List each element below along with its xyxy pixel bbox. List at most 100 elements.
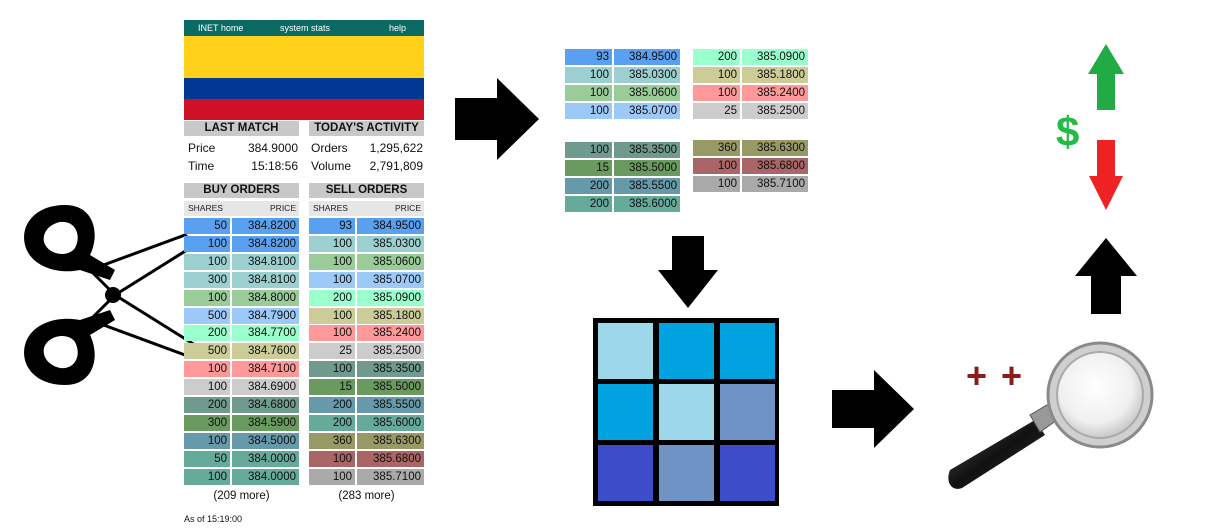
sell-shares-cell: 360: [309, 432, 355, 449]
plus-signs: + +: [966, 355, 1025, 396]
nav-stats-link[interactable]: system stats: [280, 23, 331, 33]
sell-price-cell: 385.0900: [357, 289, 424, 306]
buy-shares-cell: 100: [184, 361, 230, 378]
extract-shares-cell: 25: [693, 103, 740, 119]
as-of-timestamp: As of 15:19:00: [184, 514, 243, 524]
volume-label: Volume: [311, 159, 352, 173]
sell-shares-cell: 93: [309, 218, 355, 234]
sell-shares-col-header: SHARES: [309, 201, 360, 216]
extract-price-cell: 385.0700: [614, 103, 680, 119]
buy-more-link[interactable]: (209 more): [213, 490, 270, 502]
grid-cell: [598, 445, 653, 501]
dollar-sign: $: [1056, 108, 1080, 155]
extract-shares-cell: 200: [565, 178, 612, 194]
nav-home-link[interactable]: INET home: [198, 23, 244, 33]
sell-price-cell: 385.2500: [357, 343, 424, 360]
sell-shares-cell: 200: [309, 289, 355, 306]
sell-price-cell: 385.2400: [357, 325, 424, 342]
green-up-arrow-icon: [1088, 44, 1124, 110]
extract-price-cell: 385.3500: [614, 142, 680, 158]
sell-price-cell: 385.7100: [357, 468, 424, 485]
arrow-down-icon: [658, 236, 718, 308]
buy-shares-cell: 100: [184, 235, 230, 252]
buy-shares-col-label: SHARES: [188, 203, 223, 213]
buy-price-cell: 384.8100: [232, 253, 299, 270]
grid-cell: [659, 445, 714, 501]
sell-shares-cell: 100: [309, 468, 355, 485]
buy-shares-cell: 100: [184, 379, 230, 396]
extract-price-cell: 385.5000: [614, 160, 680, 176]
nav-help-link[interactable]: help: [389, 23, 407, 33]
buy-shares-cell: 50: [184, 450, 230, 467]
buy-price-cell: 384.7600: [232, 343, 299, 360]
buy-price-cell: 384.0000: [232, 468, 299, 485]
flag-stripe-red: [184, 99, 424, 120]
buy-shares-cell: 100: [184, 432, 230, 449]
price-value: 384.9000: [247, 141, 298, 155]
red-down-arrow-icon: [1089, 140, 1123, 210]
buy-shares-cell: 300: [184, 271, 230, 288]
extract-shares-cell: 100: [565, 67, 612, 83]
flag-stripe-blue: [184, 78, 424, 99]
extract-shares-cell: 360: [693, 140, 740, 156]
sell-price-cell: 385.3500: [357, 361, 424, 378]
buy-shares-cell: 300: [184, 414, 230, 431]
sell-shares-cell: 100: [309, 235, 355, 252]
extract-shares-cell: 100: [693, 176, 740, 192]
orders-row: Orders 1,295,622: [311, 139, 423, 157]
sell-more-link[interactable]: (283 more): [338, 490, 395, 502]
flag-banner: [184, 36, 424, 120]
sell-shares-cell: 100: [309, 325, 355, 342]
sell-shares-cell: 200: [309, 397, 355, 413]
extract-shares-cell: 100: [565, 142, 612, 158]
extract-shares-cell: 93: [565, 49, 612, 65]
magnifying-glass-icon: [948, 341, 1154, 489]
buy-price-col-header: PRICE: [231, 201, 299, 216]
orders-label: Orders: [311, 141, 348, 155]
sell-shares-cell: 200: [309, 414, 355, 431]
sell-shares-cell: 100: [309, 253, 355, 270]
extract-price-cell: 385.6800: [742, 158, 808, 174]
extract-price-cell: 385.7100: [742, 176, 808, 192]
extract-price-cell: 385.0600: [614, 85, 680, 101]
sell-shares-cell: 15: [309, 379, 355, 396]
buy-shares-cell: 100: [184, 253, 230, 270]
extract-shares-cell: 200: [565, 196, 612, 212]
extract-price-cell: 385.1800: [742, 67, 808, 83]
volume-value: 2,791,809: [369, 159, 423, 173]
orders-value: 1,295,622: [369, 141, 423, 155]
buy-price-cell: 384.7100: [232, 361, 299, 378]
extract-shares-cell: 15: [565, 160, 612, 176]
buy-price-cell: 384.8200: [232, 218, 299, 234]
buy-shares-cell: 500: [184, 343, 230, 360]
grid-cell: [720, 445, 775, 501]
arrow-up-icon: [1075, 238, 1137, 314]
sell-price-cell: 385.6800: [357, 450, 424, 467]
extract-shares-cell: 100: [693, 85, 740, 101]
buy-shares-cell: 500: [184, 307, 230, 324]
sell-price-cell: 385.0300: [357, 235, 424, 252]
sell-price-cell: 385.5000: [357, 379, 424, 396]
order-book: INET home system stats help LAST MATCH T…: [184, 20, 424, 530]
sell-shares-col-label: SHARES: [313, 203, 348, 213]
buy-shares-cell: 200: [184, 325, 230, 342]
buy-price-col-label: PRICE: [270, 203, 296, 213]
extract-shares-cell: 200: [693, 49, 740, 65]
buy-price-cell: 384.8200: [232, 235, 299, 252]
sell-price-col-label: PRICE: [395, 203, 421, 213]
sell-orders-header: SELL ORDERS: [309, 183, 424, 198]
arrow-right-icon: [455, 78, 539, 160]
buy-shares-cell: 50: [184, 218, 230, 234]
grid-cell: [659, 323, 714, 379]
scissors-icon: [24, 205, 198, 385]
sell-shares-cell: 25: [309, 343, 355, 360]
grid-cell: [598, 323, 653, 379]
extract-price-cell: 385.2500: [742, 103, 808, 119]
sell-price-cell: 385.6000: [357, 414, 424, 431]
nav-bar: INET home system stats help: [184, 20, 424, 36]
extract-shares-cell: 100: [565, 103, 612, 119]
extract-price-cell: 385.0900: [742, 49, 808, 65]
activity-header: TODAY'S ACTIVITY: [309, 121, 424, 136]
grid-cell: [720, 384, 775, 440]
flag-stripe-yellow: [184, 36, 424, 78]
